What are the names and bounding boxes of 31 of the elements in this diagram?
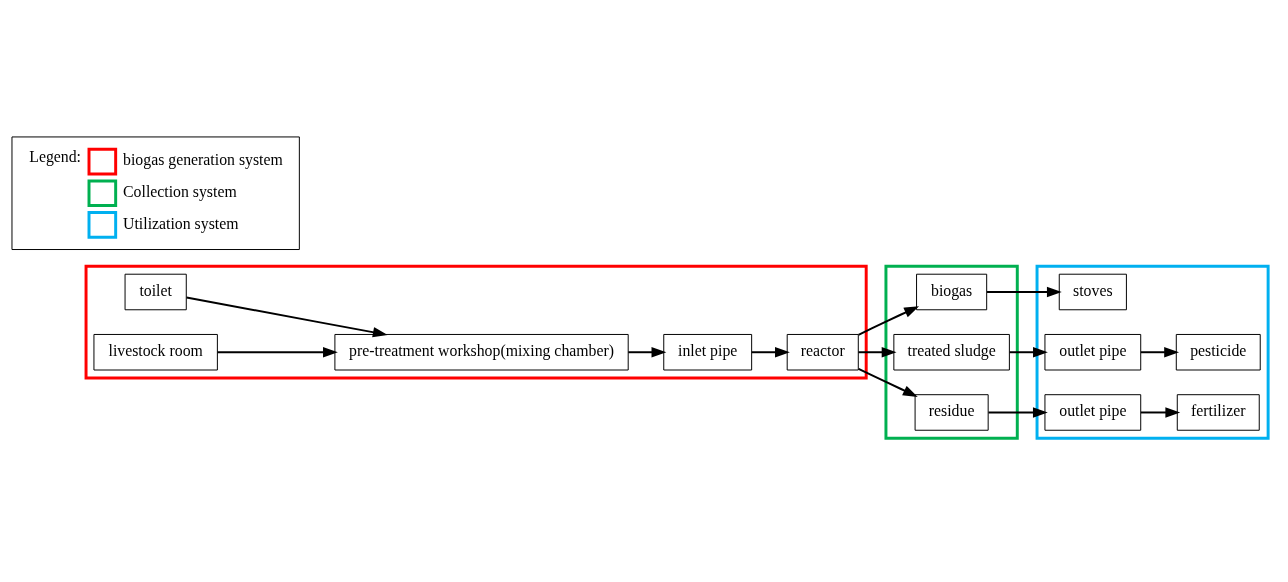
arrow [987,406,1048,418]
legend-label: biogas generation system [123,150,283,168]
node-box: pesticide [1175,333,1261,370]
node-box: reactor [786,333,859,370]
node-box: residue [914,393,989,431]
node-box: biogas [916,273,988,310]
arrow [857,367,918,397]
node-box: pre-treatment workshop(mixing chamber) [334,333,629,370]
arrow [185,296,388,337]
arrow [1139,406,1181,418]
arrow [627,346,667,357]
legend-label: Collection system [123,182,237,200]
arrow [857,346,897,357]
cluster [84,264,868,379]
node-box: fertilizer [1176,393,1260,431]
node-box: toilet [124,273,187,310]
arrow [1008,346,1048,357]
node-box: outlet pipe [1044,333,1142,370]
node-box: stoves [1058,273,1127,310]
arrow [216,346,338,357]
cluster [884,264,1019,440]
arrow [1139,346,1180,357]
node-box: inlet pipe [663,333,753,370]
node-box: outlet pipe [1044,393,1142,431]
arrow [857,305,919,336]
arrow [986,286,1062,297]
legend-label: Utilization system [123,214,239,232]
node-box: livestock room [93,333,218,370]
arrow [750,346,790,357]
label: Legend: [29,147,82,165]
node-box: treated sludge [893,333,1010,370]
